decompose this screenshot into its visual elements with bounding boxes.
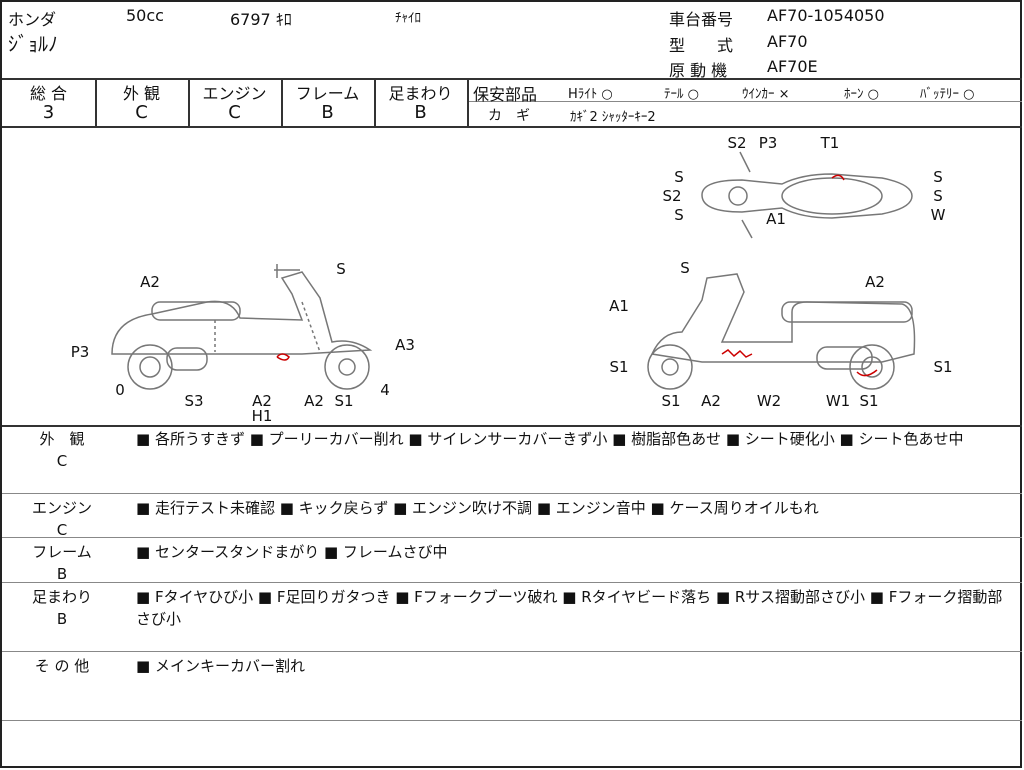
frame-no: AF70-1054050 [767, 6, 885, 25]
diagram-label: S [336, 260, 346, 278]
divider [188, 78, 190, 126]
section-suspension-grade: B [56, 610, 68, 628]
safety-battery: ﾊﾞｯﾃﾘｰ ○ [920, 87, 975, 102]
diagram-label: S1 [933, 358, 953, 376]
diagram-label: S3 [184, 392, 204, 410]
top-view [701, 151, 913, 239]
divider [467, 78, 469, 126]
diagram-label: S1 [609, 358, 629, 376]
type: AF70 [767, 32, 808, 51]
score-exterior: C [135, 102, 148, 123]
diagram-label: 0 [115, 381, 125, 399]
divider [467, 101, 1022, 102]
section-engine-grade: C [56, 521, 68, 539]
maker: ホンダ [8, 10, 57, 29]
displacement: 50cc [126, 6, 164, 25]
score-overall-label: 総 合 [29, 84, 68, 103]
diagram-label: S1 [859, 392, 879, 410]
frame-no-label: 車台番号 [669, 10, 734, 29]
score-suspension-label: 足まわり [388, 84, 453, 103]
score-frame: B [321, 102, 334, 123]
section-other-text: ■ メインキーカバー割れ [136, 657, 305, 675]
diagram-label: H1 [251, 407, 273, 425]
divider [281, 78, 283, 126]
divider [374, 78, 376, 126]
diagram-label: S [933, 168, 943, 186]
safety-horn: ﾎｰﾝ ○ [844, 87, 879, 102]
section-exterior-title: 外 観 [39, 430, 85, 448]
diagram-label: W2 [756, 392, 782, 410]
score-engine-label: エンジン [202, 84, 267, 103]
diagram-label: A1 [766, 210, 786, 228]
score-overall: 3 [42, 102, 55, 123]
divider [95, 78, 97, 126]
engine-label: 原 動 機 [669, 61, 728, 80]
divider [2, 78, 1022, 80]
section-frame-title: フレーム [32, 543, 92, 561]
diagram-label: S [674, 168, 684, 186]
model-name: ｼﾞｮﾙﾉ [8, 32, 58, 56]
diagram-label: S2 [727, 134, 747, 152]
section-other-title: そ の 他 [34, 657, 90, 675]
diagram-label: A1 [609, 297, 629, 315]
diagram-label: W [930, 206, 946, 224]
diagram-label: S [674, 206, 684, 224]
section-exterior-grade: C [56, 452, 68, 470]
diagram-label: A2 [701, 392, 721, 410]
color: ﾁｬｲﾛ [395, 11, 421, 26]
divider [2, 651, 1022, 652]
section-suspension-title: 足まわり [31, 588, 92, 606]
divider [2, 537, 1022, 538]
type-label: 型 式 [669, 36, 734, 55]
keys-label: カ ギ [488, 108, 530, 124]
divider [2, 425, 1022, 427]
safety-tail: ﾃｰﾙ ○ [664, 87, 699, 102]
section-frame-grade: B [56, 565, 68, 583]
left-side-view [111, 264, 373, 390]
diagram-label: S [933, 187, 943, 205]
divider [2, 493, 1022, 494]
diagram-label: S1 [661, 392, 681, 410]
divider [2, 126, 1022, 128]
section-exterior-text: ■ 各所うすきず ■ プーリーカバー削れ ■ サイレンサーカバーきず小 ■ 樹脂… [136, 430, 964, 448]
section-engine-title: エンジン [31, 499, 92, 517]
safety-winker: ｳｲﾝｶｰ × [742, 87, 790, 102]
section-frame-text: ■ センタースタンドまがり ■ フレームさび中 [136, 543, 448, 561]
score-engine: C [228, 102, 241, 123]
diagram-label: S1 [334, 392, 354, 410]
divider [2, 720, 1022, 721]
diagram-label: P3 [758, 134, 778, 152]
diagram-label: 4 [380, 381, 390, 399]
mileage: 6797 ｷﾛ [230, 10, 292, 29]
diagram-label: A3 [395, 336, 415, 354]
safety-headlight: Hﾗｲﾄ ○ [568, 87, 613, 102]
diagram-label: P3 [70, 343, 90, 361]
diagram-label: A2 [865, 273, 885, 291]
score-exterior-label: 外 観 [122, 84, 161, 103]
section-engine-text: ■ 走行テスト未確認 ■ キック戻らず ■ エンジン吹け不調 ■ エンジン音中 … [136, 499, 819, 517]
diagram-label: A2 [140, 273, 160, 291]
diagram-label: S2 [662, 187, 682, 205]
diagram-label: T1 [820, 134, 840, 152]
score-frame-label: フレーム [295, 84, 360, 103]
keys-value: ｶｷﾞ2 ｼｬｯﾀｰｷｰ2 [570, 110, 656, 125]
diagram-label: A2 [252, 392, 272, 410]
diagram-label: S [680, 259, 690, 277]
score-suspension: B [414, 102, 427, 123]
safety-label: 保安部品 [473, 85, 538, 104]
diagram-label: A2 [304, 392, 324, 410]
engine: AF70E [767, 57, 818, 76]
right-side-view [647, 273, 916, 390]
section-suspension-text: ■ Fタイヤひび小 ■ F足回りガタつき ■ Fフォークブーツ破れ ■ Rタイヤ… [136, 588, 1003, 628]
diagram-label: W1 [825, 392, 851, 410]
divider [2, 582, 1022, 583]
